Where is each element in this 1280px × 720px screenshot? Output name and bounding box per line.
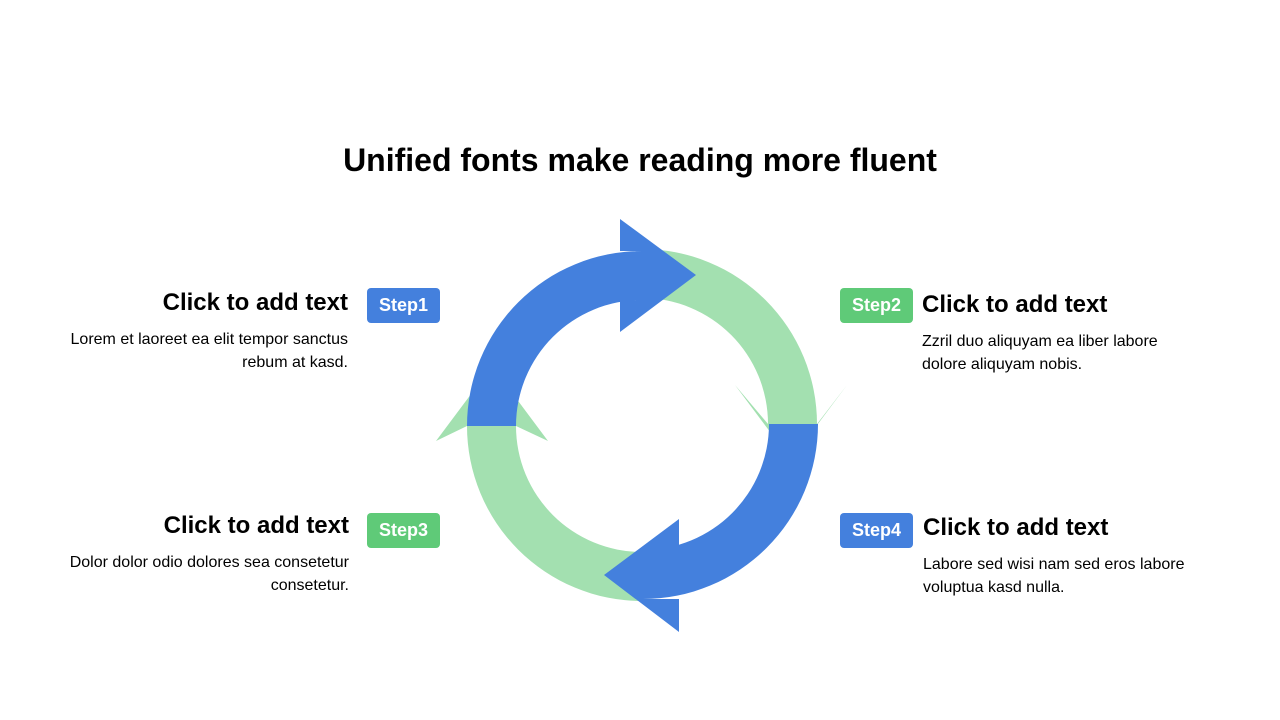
step2-textblock: Click to add text Zzril duo aliquyam ea … xyxy=(922,290,1197,376)
step3-heading: Click to add text xyxy=(163,512,349,539)
step1-textblock: Click to add text Lorem et laoreet ea el… xyxy=(58,288,348,374)
step3-badge: Step3 xyxy=(367,513,440,548)
step4-textblock: Click to add text Labore sed wisi nam se… xyxy=(923,513,1198,599)
arrow-step1 xyxy=(467,219,696,426)
arrow-step4 xyxy=(604,424,818,632)
step1-body: Lorem et laoreet ea elit tempor sanctus … xyxy=(70,331,348,371)
step1-heading: Click to add text xyxy=(162,289,348,316)
step4-body: Labore sed wisi nam sed eros labore volu… xyxy=(923,556,1185,596)
slide-title: Unified fonts make reading more fluent xyxy=(343,142,937,178)
step4-heading: Click to add text xyxy=(923,514,1109,541)
step2-body: Zzril duo aliquyam ea liber labore dolor… xyxy=(922,333,1158,373)
step2-heading: Click to add text xyxy=(922,291,1108,318)
step2-badge: Step2 xyxy=(840,288,913,323)
arrow-step2 xyxy=(642,249,847,460)
arrow-step3 xyxy=(436,366,642,601)
step3-body: Dolor dolor odio dolores sea consetetur … xyxy=(69,554,349,594)
step3-textblock: Click to add text Dolor dolor odio dolor… xyxy=(59,511,349,597)
step4-badge: Step4 xyxy=(840,513,913,548)
step1-badge: Step1 xyxy=(367,288,440,323)
